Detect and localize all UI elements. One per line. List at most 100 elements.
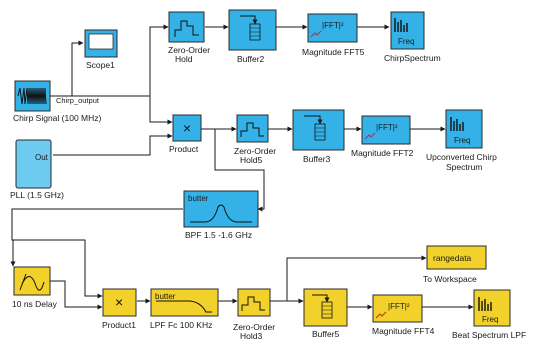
delay-body[interactable] — [13, 266, 51, 296]
spectrum-bars-icon — [394, 18, 408, 32]
chirp-signal-label: Chirp Signal (100 MHz) — [13, 113, 102, 123]
fft4-body[interactable] — [372, 294, 423, 323]
upconverted-label-1: Upconverted Chirp — [426, 152, 497, 162]
zoh3-body[interactable] — [237, 288, 271, 317]
buffer2-label: Buffer2 — [237, 54, 265, 64]
fft5-body[interactable] — [307, 13, 358, 43]
chirp-spectrum-block[interactable]: Freq — [390, 11, 425, 50]
wire-bpf-product1-a[interactable] — [13, 239, 103, 299]
step-icon — [174, 20, 199, 37]
buffer-arrow-icon — [304, 115, 323, 125]
product-block[interactable]: × — [172, 114, 202, 142]
fft2-glyph: |FFT|² — [376, 123, 398, 132]
buffer3-block[interactable] — [292, 109, 345, 151]
pll-block[interactable]: Out — [15, 139, 52, 189]
step-icon — [240, 122, 264, 137]
pll-port-label: Out — [35, 153, 49, 162]
fft5-glyph: |FFT|² — [322, 21, 344, 30]
product1-label: Product1 — [102, 320, 136, 330]
buffer3-label: Buffer3 — [303, 154, 331, 164]
beat-spectrum-glyph: Freq — [482, 315, 498, 324]
scope1-block[interactable] — [84, 29, 118, 58]
to-workspace-block[interactable]: rangedata — [426, 245, 487, 270]
beat-spectrum-block[interactable]: Freq — [473, 289, 511, 327]
zoh3-label-2: Hold3 — [240, 331, 262, 341]
to-workspace-label: To Workspace — [423, 274, 477, 284]
spectrum-bars-icon — [478, 297, 492, 311]
buffer-arrow-icon — [240, 15, 258, 25]
upconverted-glyph: Freq — [454, 136, 470, 145]
zero-order-hold-block[interactable] — [168, 11, 205, 43]
zoh3-label-1: Zero-Order — [233, 322, 275, 332]
zoh-body[interactable] — [168, 11, 205, 43]
product1-block[interactable]: × — [102, 288, 137, 317]
magnitude-fft2-block[interactable]: |FFT|² — [361, 115, 411, 145]
chirp-spectrum-label: ChirpSpectrum — [384, 53, 441, 63]
fft-icon — [364, 132, 376, 140]
to-workspace-body[interactable] — [426, 245, 487, 270]
scope1-label: Scope1 — [86, 60, 115, 70]
lpf-block[interactable]: butter — [150, 288, 219, 317]
fft2-body[interactable] — [361, 115, 411, 145]
buffer5-label: Buffer5 — [312, 329, 340, 339]
buffer-arrow-icon — [312, 294, 330, 303]
zoh-label-1: Zero-Order — [168, 45, 210, 55]
product-label: Product — [169, 144, 199, 154]
chirp-spectrum-glyph: Freq — [398, 37, 414, 46]
bpf-glyph: butter — [188, 194, 209, 203]
lpf-glyph: butter — [155, 292, 176, 301]
to-workspace-glyph: rangedata — [433, 253, 472, 263]
chirp-signal-block[interactable] — [14, 80, 53, 112]
fft4-glyph: |FFT|² — [388, 302, 410, 311]
zoh-label-2: Hold — [175, 54, 193, 64]
upconverted-spectrum-block[interactable]: Freq — [445, 109, 483, 149]
wire-pll-product[interactable] — [53, 133, 173, 156]
fft5-label: Magnitude FFT5 — [302, 47, 365, 57]
bandpass-curve-icon — [190, 204, 252, 223]
wire-to-zoh[interactable] — [149, 24, 169, 96]
bpf-block[interactable]: butter — [183, 190, 259, 228]
wire-to-scope1[interactable] — [71, 40, 84, 96]
bpf-label: BPF 1.5 -1.6 GHz — [185, 230, 252, 240]
product-body[interactable] — [172, 114, 202, 142]
product-glyph: × — [183, 120, 191, 136]
wire-to-product[interactable] — [149, 96, 173, 125]
zero-order-hold5-block[interactable] — [236, 114, 269, 143]
step-icon — [241, 296, 265, 311]
buffer2-block[interactable] — [228, 9, 277, 51]
fft-icon — [310, 30, 322, 38]
signal-label-chirp-output: Chirp_output — [56, 96, 100, 105]
lpf-body[interactable] — [150, 288, 219, 317]
fft-icon — [375, 311, 387, 319]
magnitude-fft4-block[interactable]: |FFT|² — [372, 294, 423, 323]
pll-label: PLL (1.5 GHz) — [10, 190, 64, 200]
lpf-label: LPF Fc 100 KHz — [150, 320, 212, 330]
buffer5-block[interactable] — [303, 288, 348, 327]
beat-spectrum-body[interactable] — [473, 289, 511, 327]
wire-delay-product1[interactable] — [50, 280, 103, 310]
upconverted-label-2: Spectrum — [446, 162, 482, 172]
wire-bpf-delay[interactable] — [10, 208, 183, 267]
delay-label: 10 ns Delay — [12, 299, 58, 309]
upconverted-spectrum-body[interactable] — [445, 109, 483, 149]
beat-spectrum-label: Beat Spectrum LPF — [452, 330, 526, 340]
buffer2-body[interactable] — [228, 9, 277, 51]
wire-to-workspace[interactable] — [286, 255, 427, 301]
chirp-wave-icon — [17, 87, 47, 105]
signal-wires — [10, 24, 474, 310]
product1-body[interactable] — [102, 288, 137, 317]
delay-icon — [19, 273, 45, 291]
zoh5-label-2: Hold5 — [240, 155, 262, 165]
zero-order-hold3-block[interactable] — [237, 288, 271, 317]
delay-block[interactable] — [13, 266, 51, 296]
scope-screen-icon — [88, 33, 114, 50]
fft2-label: Magnitude FFT2 — [351, 148, 414, 158]
buffer3-body[interactable] — [292, 109, 345, 151]
lowpass-curve-icon — [156, 300, 212, 313]
wire-product-bpf[interactable] — [214, 129, 265, 212]
bpf-body[interactable] — [183, 190, 259, 228]
pll-body[interactable] — [15, 139, 52, 189]
spectrum-bars-icon — [450, 117, 464, 131]
magnitude-fft5-block[interactable]: |FFT|² — [307, 13, 358, 43]
